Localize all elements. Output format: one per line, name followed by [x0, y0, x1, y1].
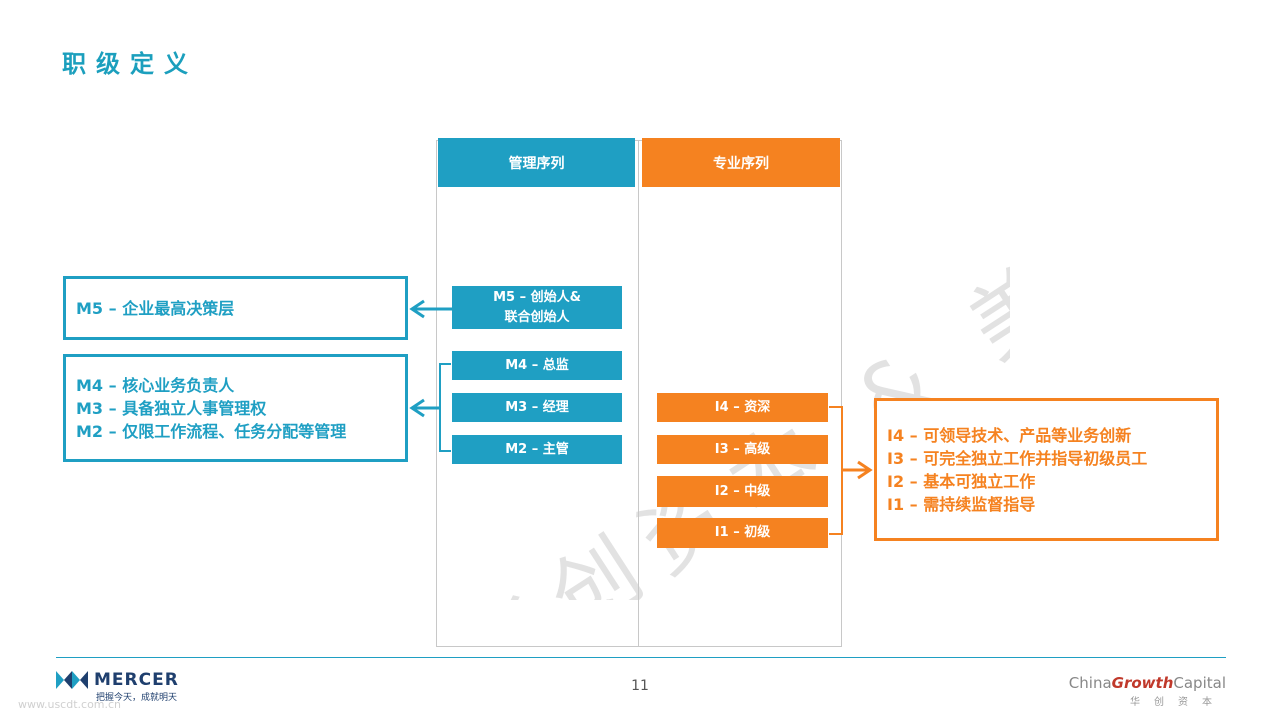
- callout-i2-text: I2 – 基本可独立工作: [887, 471, 1036, 491]
- mercer-tagline: 把握今天，成就明天: [96, 693, 178, 703]
- callout-m2-text: M2 – 仅限工作流程、任务分配等管理: [76, 421, 347, 441]
- professional-column-header: 专业序列: [642, 138, 840, 187]
- level-m2: M2 – 主管: [452, 435, 622, 464]
- mercer-logo: MERCER 把握今天，成就明天: [56, 670, 179, 703]
- mercer-name: MERCER: [94, 670, 179, 690]
- level-m5-line2: 联合创始人: [504, 309, 570, 325]
- level-m5-line1: M5 – 创始人&: [493, 289, 581, 305]
- cgc-suffix: Capital: [1173, 674, 1226, 692]
- china-growth-capital-logo: ChinaGrowthCapital 华创资本: [1069, 674, 1226, 708]
- m5-arrow-head: [409, 299, 425, 319]
- level-m3: M3 – 经理: [452, 393, 622, 422]
- callout-i1-text: I1 – 需持续监督指导: [887, 494, 1036, 514]
- professional-arrow-head: [857, 460, 873, 480]
- callout-i3-text: I3 – 可完全独立工作并指导初级员工: [887, 448, 1148, 468]
- callout-management: M4 – 核心业务负责人 M3 – 具备独立人事管理权 M2 – 仅限工作流程、…: [63, 354, 408, 462]
- callout-i4-text: I4 – 可领导技术、产品等业务创新: [887, 425, 1132, 445]
- cgc-growth: Growth: [1111, 674, 1174, 692]
- level-m4: M4 – 总监: [452, 351, 622, 380]
- callout-m4-text: M4 – 核心业务负责人: [76, 375, 235, 395]
- level-i1: I1 – 初级: [657, 518, 828, 548]
- cgc-prefix: China: [1068, 674, 1112, 692]
- level-i2: I2 – 中级: [657, 476, 828, 507]
- level-m5: M5 – 创始人& 联合创始人: [452, 286, 622, 329]
- mercer-mark-icon: [56, 671, 88, 689]
- management-column-header: 管理序列: [438, 138, 635, 187]
- footer-divider: [56, 657, 1226, 658]
- callout-m5: M5 – 企业最高决策层: [63, 276, 408, 340]
- page-number: 11: [631, 678, 649, 694]
- level-i4: I4 – 资深: [657, 393, 828, 422]
- source-url: www.uscdt.com.cn: [18, 698, 122, 711]
- callout-m3-text: M3 – 具备独立人事管理权: [76, 398, 267, 418]
- page-title: 职级定义: [62, 50, 198, 78]
- callout-professional: I4 – 可领导技术、产品等业务创新 I3 – 可完全独立工作并指导初级员工 I…: [874, 398, 1219, 541]
- callout-m5-text: M5 – 企业最高决策层: [76, 298, 235, 318]
- cgc-chinese: 华创资本: [1130, 697, 1226, 708]
- management-arrow-head: [409, 398, 425, 418]
- level-i3: I3 – 高级: [657, 435, 828, 464]
